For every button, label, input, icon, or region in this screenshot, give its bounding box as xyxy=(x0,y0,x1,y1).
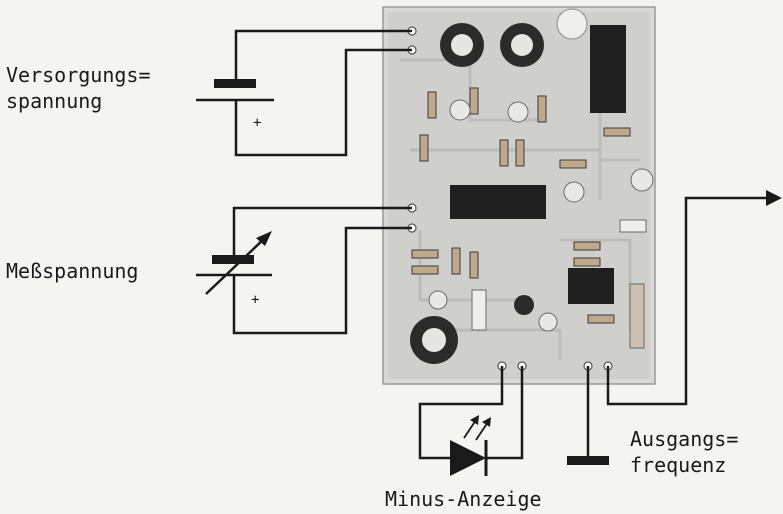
supply-label-line1: Versorgungs= xyxy=(6,63,151,87)
output-frequency-label: Ausgangs= frequenz xyxy=(630,426,738,478)
output-wire xyxy=(606,196,766,406)
wiring xyxy=(232,29,766,460)
trimmer-potentiometer xyxy=(410,23,544,364)
minus-display-label: Minus-Anzeige xyxy=(385,487,542,511)
measure-plus-sign: + xyxy=(251,292,259,308)
measure-wire-top xyxy=(232,206,412,258)
measurement-voltage-label: Meßspannung xyxy=(6,259,139,283)
supply-voltage-label: Versorgungs= spannung xyxy=(6,62,151,114)
output-arrow-icon xyxy=(766,190,782,206)
ic-chip xyxy=(450,25,626,304)
ground-icon xyxy=(567,456,609,465)
supply-plus-sign: + xyxy=(253,115,261,131)
circuit-board xyxy=(382,6,656,385)
supply-wire-bottom xyxy=(234,48,412,157)
supply-label-line2: spannung xyxy=(6,89,103,113)
output-label-line1: Ausgangs= xyxy=(630,427,739,451)
led-icon xyxy=(450,415,491,476)
battery-icon xyxy=(196,79,274,102)
led-wire-left xyxy=(418,366,504,460)
led-wire-right xyxy=(486,366,524,460)
measure-wire-bottom xyxy=(232,226,412,335)
output-label-line2: frequenz xyxy=(630,453,727,477)
variable-voltage-source-icon xyxy=(196,231,272,295)
supply-wire-top xyxy=(234,29,412,84)
